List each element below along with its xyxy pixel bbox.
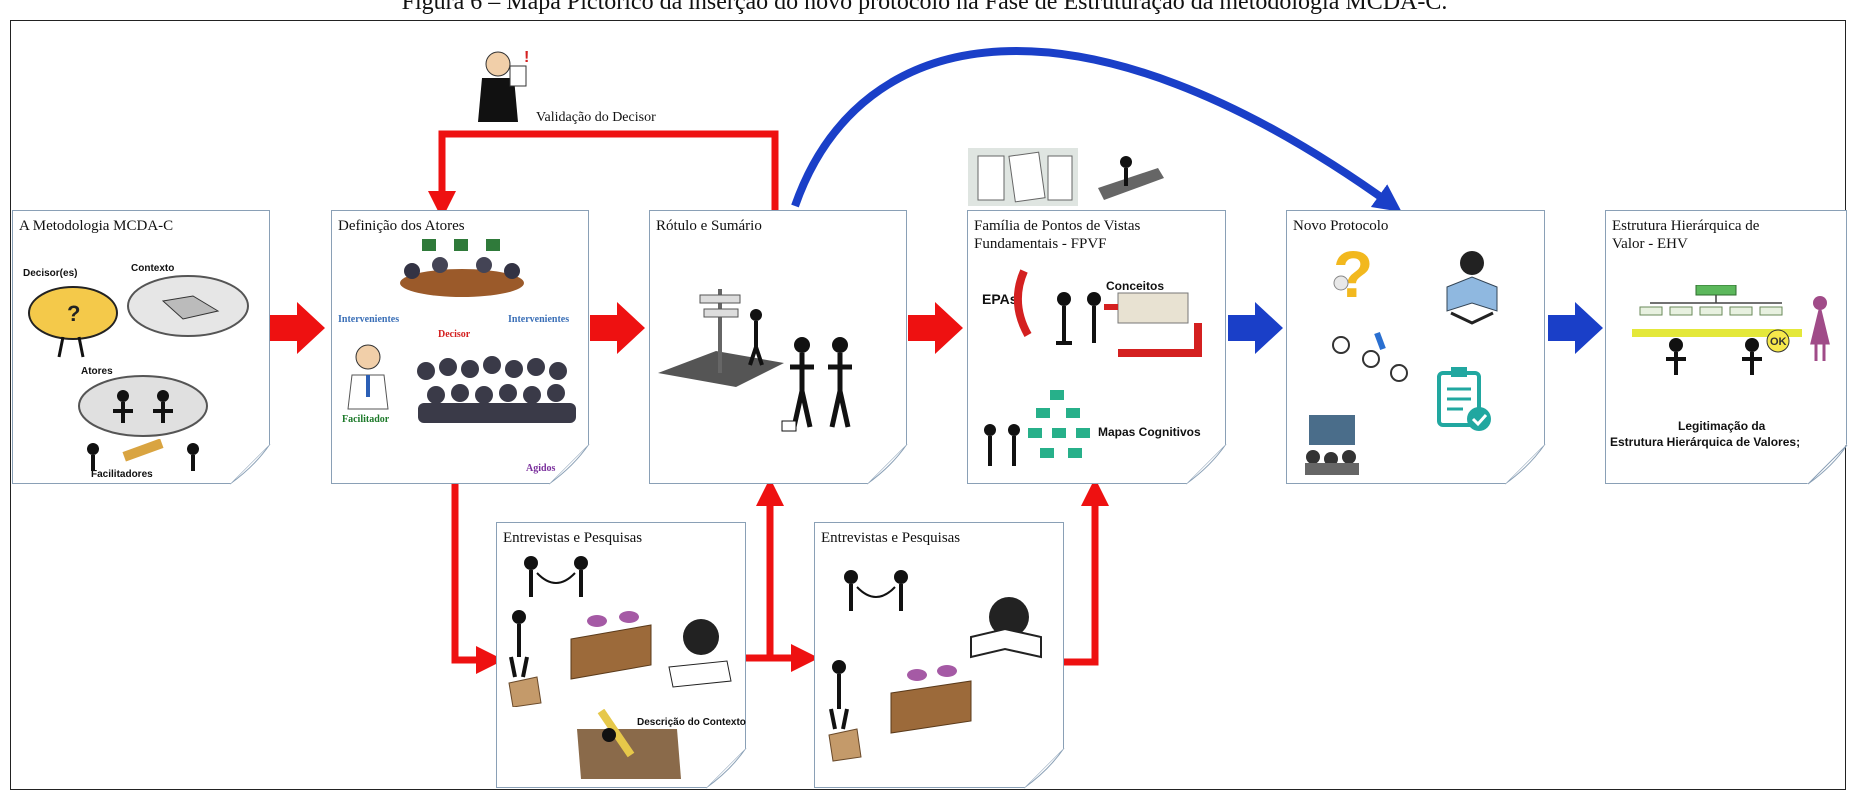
question-cloud-icon: ?	[23, 279, 123, 359]
label-legitimacao-2: Estrutura Hierárquica de Valores;	[1610, 435, 1801, 449]
card-entrevistas-2: Entrevistas e Pesquisas	[814, 522, 1064, 788]
svg-text:OK: OK	[1770, 336, 1787, 348]
label-atores: Atores	[81, 366, 113, 377]
label-mapas-cognitivos: Mapas Cognitivos	[1098, 425, 1201, 439]
down-to-interviews-arrow	[451, 484, 504, 674]
hierarchy-tree-icon: OK	[1632, 285, 1812, 375]
label-facilitador: Facilitador	[342, 414, 390, 425]
checklist-icon	[1433, 365, 1493, 433]
label-legitimacao-1: Legitimação da	[1678, 419, 1766, 433]
label-intervenientes-left: Intervenientes	[338, 314, 400, 325]
svg-text:!: !	[524, 49, 529, 66]
label-facilitadores: Facilitadores	[91, 469, 153, 480]
desk-interview-icon	[821, 653, 991, 763]
actors-cloud-icon	[73, 371, 213, 441]
card-metodologia: A Metodologia MCDA-C Decisor(es) Context…	[12, 210, 270, 484]
figure-caption: Figura 6 – Mapa Pictórico da inserção do…	[401, 0, 1448, 15]
crowd-icon	[412, 351, 582, 426]
card-estrutura-hierarquica: Estrutura Hierárquica de Valor - EHV OK …	[1605, 210, 1847, 484]
card-title: Novo Protocolo	[1293, 218, 1389, 234]
blue-curve-arrow	[791, 47, 1402, 213]
card-title: A Metodologia MCDA-C	[19, 218, 174, 234]
card-rotulo-sumario: Rótulo e Sumário	[649, 210, 907, 484]
steps-icon	[1327, 329, 1417, 389]
facilitators-icon	[73, 439, 223, 475]
label-intervenientes-right: Intervenientes	[508, 314, 570, 325]
card-entrevistas-1: Entrevistas e Pesquisas Descrição do Con…	[496, 522, 746, 788]
card-title: Estrutura Hierárquica de Valor - EHV	[1612, 218, 1760, 252]
card-title: Definição dos Atores	[338, 218, 465, 234]
block-arrow-3	[908, 302, 963, 354]
concepts-diagram-icon	[1008, 263, 1208, 373]
validation-label: Validação do Decisor	[536, 110, 656, 125]
thinking-man-icon: !	[478, 49, 529, 122]
label-decisores: Decisor(es)	[23, 268, 78, 279]
writing-pencil-icon	[567, 709, 687, 783]
label-conceitos: Conceitos	[1106, 279, 1165, 293]
interviews2-up-arrow	[1064, 478, 1109, 666]
discussing-figures-icon	[780, 331, 860, 441]
reading-book-icon	[965, 593, 1045, 663]
card-title: Entrevistas e Pesquisas	[503, 530, 643, 546]
facilitator-man-icon	[338, 341, 398, 411]
context-cloud-icon	[123, 271, 253, 341]
block-arrow-4	[1228, 302, 1283, 354]
label-agidos: Agidos	[526, 463, 556, 474]
question-mark-icon: ?	[1323, 237, 1393, 307]
card-curl	[1807, 444, 1848, 485]
reading-person-icon	[1437, 247, 1507, 327]
woman-figure-icon	[1804, 293, 1834, 363]
validation-loop-arrow	[428, 130, 779, 219]
label-contexto: Contexto	[131, 263, 175, 274]
meeting-table-icon	[382, 239, 542, 309]
phone-talk-icon	[839, 567, 913, 613]
svg-text:?: ?	[67, 301, 80, 326]
block-arrow-1	[270, 302, 325, 354]
card-familia-pvf: Família de Pontos de Vistas Fundamentais…	[967, 210, 1226, 484]
presentation-icon	[1301, 415, 1361, 477]
card-title: Entrevistas e Pesquisas	[821, 530, 961, 546]
svg-text:?: ?	[1333, 237, 1373, 307]
cognitive-map-icon	[976, 386, 1116, 471]
card-title: Rótulo e Sumário	[656, 218, 762, 234]
card-title: Família de Pontos de Vistas Fundamentais…	[974, 218, 1141, 252]
label-decisor: Decisor	[438, 329, 471, 340]
block-arrow-2	[590, 302, 645, 354]
phone-talk-icon	[519, 553, 593, 599]
desk-interview-icon	[501, 607, 741, 707]
label-epas: EPAs	[982, 291, 1018, 307]
documents-icon	[968, 148, 1164, 206]
card-definicao-atores: Definição dos Atores Intervenientes Inte…	[331, 210, 589, 484]
block-arrow-5	[1548, 302, 1603, 354]
card-novo-protocolo: Novo Protocolo ?	[1286, 210, 1545, 484]
label-descricao-contexto: Descrição do Contexto	[637, 717, 746, 728]
signpost-icon	[656, 281, 786, 391]
